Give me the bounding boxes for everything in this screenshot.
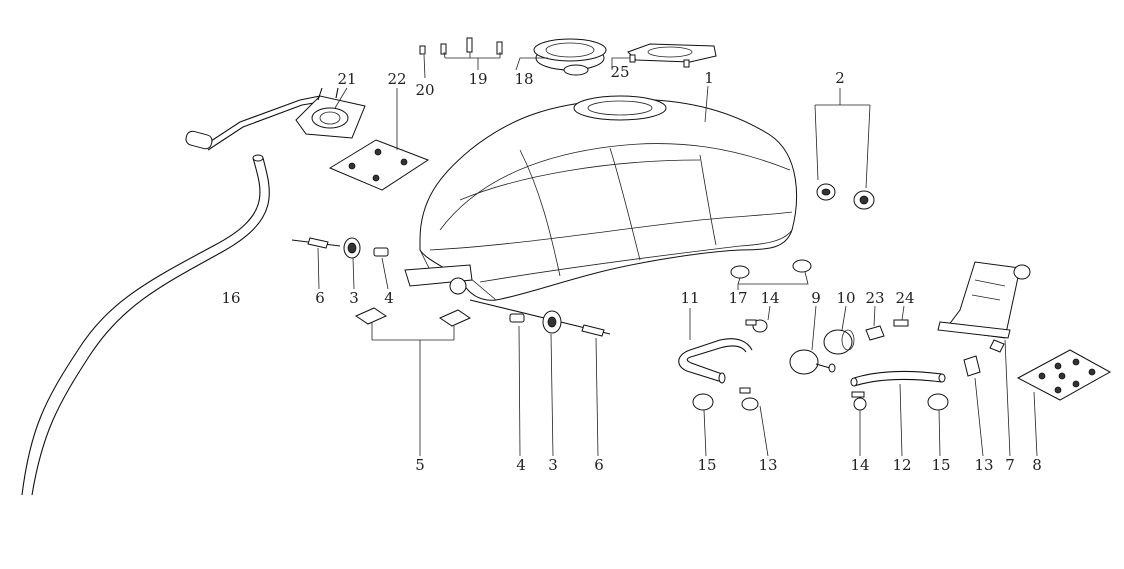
label-20: 20: [415, 81, 434, 99]
label-3-left: 3: [349, 289, 359, 307]
screws-19-20: [419, 37, 503, 55]
label-4-right: 4: [516, 456, 526, 474]
label-21: 21: [337, 70, 356, 88]
label-14-bottom: 14: [850, 456, 869, 474]
grommets-2: [816, 183, 875, 210]
label-25: 25: [610, 63, 629, 81]
fuel-pump-7: [937, 261, 1031, 353]
parts-23-24: [865, 319, 909, 341]
leader-lines: [317, 51, 1038, 457]
label-8: 8: [1032, 456, 1042, 474]
label-5: 5: [415, 456, 425, 474]
fuel-cap-18: [533, 38, 607, 76]
label-24: 24: [895, 289, 914, 307]
mount-hardware-left: [291, 237, 389, 259]
label-10: 10: [836, 289, 855, 307]
label-19: 19: [468, 70, 487, 88]
caps-15: [692, 393, 949, 411]
label-16: 16: [221, 289, 240, 307]
label-23: 23: [865, 289, 884, 307]
mount-hardware-right: [469, 299, 611, 337]
clamps: [739, 319, 981, 411]
bushes-17: [730, 259, 812, 279]
label-3-right: 3: [548, 456, 558, 474]
label-22: 22: [387, 70, 406, 88]
brackets-5: [354, 307, 472, 327]
label-4-left: 4: [384, 289, 394, 307]
fuel-sender-21: [185, 87, 366, 151]
label-2: 2: [835, 69, 845, 87]
label-17: 17: [728, 289, 747, 307]
hose-12: [850, 370, 946, 387]
label-15-left: 15: [697, 456, 716, 474]
fuel-hose-16: [21, 154, 270, 496]
hose-11: [678, 338, 753, 384]
label-12: 12: [892, 456, 911, 474]
label-6-right: 6: [594, 456, 604, 474]
label-18: 18: [514, 70, 533, 88]
label-13-left: 13: [758, 456, 777, 474]
label-1: 1: [704, 69, 714, 87]
label-14-top: 14: [760, 289, 779, 307]
callout-labels: 1 2 21 22 20 19 18 25 16 6 3 4 5 4 3 6 1…: [221, 63, 1041, 474]
gasket-22: [328, 139, 430, 191]
label-11: 11: [680, 289, 699, 307]
label-6-left: 6: [315, 289, 325, 307]
label-9: 9: [811, 289, 821, 307]
fuel-tank-1: [404, 95, 797, 301]
label-13-right: 13: [974, 456, 993, 474]
gasket-8: [1016, 349, 1112, 401]
filter-9: [789, 349, 836, 375]
label-7: 7: [1005, 456, 1015, 474]
sleeve-10: [823, 329, 855, 355]
cap-ring-25: [627, 43, 717, 68]
label-15-right: 15: [931, 456, 950, 474]
